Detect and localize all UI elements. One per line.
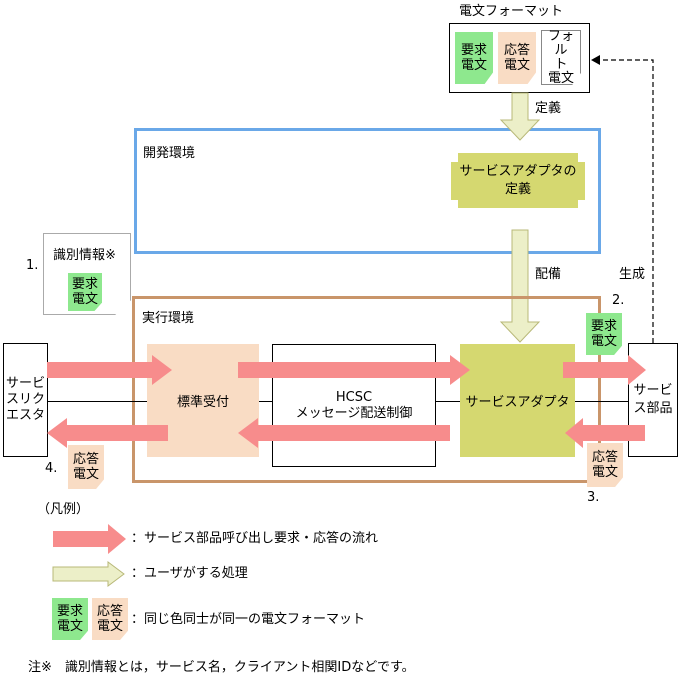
step-1-label: 1. bbox=[26, 258, 39, 273]
flow-arrow-response-1 bbox=[565, 418, 645, 448]
deploy-label: 配備 bbox=[535, 267, 562, 282]
format-fault-message: フォル ト 電文 bbox=[541, 30, 581, 85]
step-3-label: 3. bbox=[587, 490, 600, 505]
flow-arrow-request-3 bbox=[563, 355, 646, 385]
development-environment bbox=[134, 128, 601, 254]
legend-flow-label: ：サービス部品呼び出し要求・応答の流れ bbox=[131, 531, 379, 546]
message-format-title: 電文フォーマット bbox=[459, 4, 564, 19]
identification-info-label: 識別情報※ bbox=[53, 248, 116, 263]
flow-arrow-response-2 bbox=[238, 418, 450, 448]
service-requester: サービ スリク エスタ bbox=[3, 343, 48, 457]
legend-request-message: 要求 電文 bbox=[52, 598, 88, 640]
step-3-response-message: 応答 電文 bbox=[587, 443, 623, 487]
flow-arrow-request-2 bbox=[238, 355, 470, 385]
legend-user-label: ：ユーザがする処理 bbox=[131, 566, 248, 581]
runtime-environment bbox=[132, 296, 601, 483]
generate-arrow bbox=[598, 59, 654, 343]
adapter-definition: サービスアダプタの 定義 bbox=[459, 163, 577, 197]
step-2-request-message: 要求 電文 bbox=[586, 313, 622, 355]
legend-user-arrow bbox=[52, 561, 125, 587]
format-response-message: 応答 電文 bbox=[498, 32, 536, 84]
flow-arrow-request-1 bbox=[47, 355, 172, 385]
runtime-environment-title: 実行環境 bbox=[142, 311, 195, 326]
development-environment-title: 開発環境 bbox=[143, 146, 196, 161]
deploy-arrow bbox=[499, 229, 541, 343]
format-request-message: 要求 電文 bbox=[455, 32, 493, 84]
definition-arrow bbox=[499, 92, 541, 141]
service-adapter: サービスアダプタ bbox=[460, 344, 575, 457]
step-4-label: 4. bbox=[45, 461, 58, 476]
step-4-response-message: 応答 電文 bbox=[68, 445, 104, 489]
identification-request-message: 要求 電文 bbox=[68, 273, 102, 311]
legend-title: （凡例） bbox=[37, 502, 90, 517]
legend-same-color-label: ：同じ色同士が同一の電文フォーマット bbox=[131, 612, 366, 627]
generate-arrowhead bbox=[591, 55, 600, 65]
flow-arrow-response-3 bbox=[47, 418, 168, 448]
footnote: 注※ 識別情報とは，サービス名，クライアント相関IDなどです。 bbox=[28, 660, 415, 675]
adapter-definition-shape bbox=[451, 153, 585, 208]
generate-label: 生成 bbox=[619, 267, 646, 282]
step-2-label: 2. bbox=[612, 293, 625, 308]
legend-flow-arrow bbox=[53, 524, 126, 554]
legend-response-message: 応答 電文 bbox=[92, 598, 128, 640]
definition-label: 定義 bbox=[535, 101, 562, 116]
